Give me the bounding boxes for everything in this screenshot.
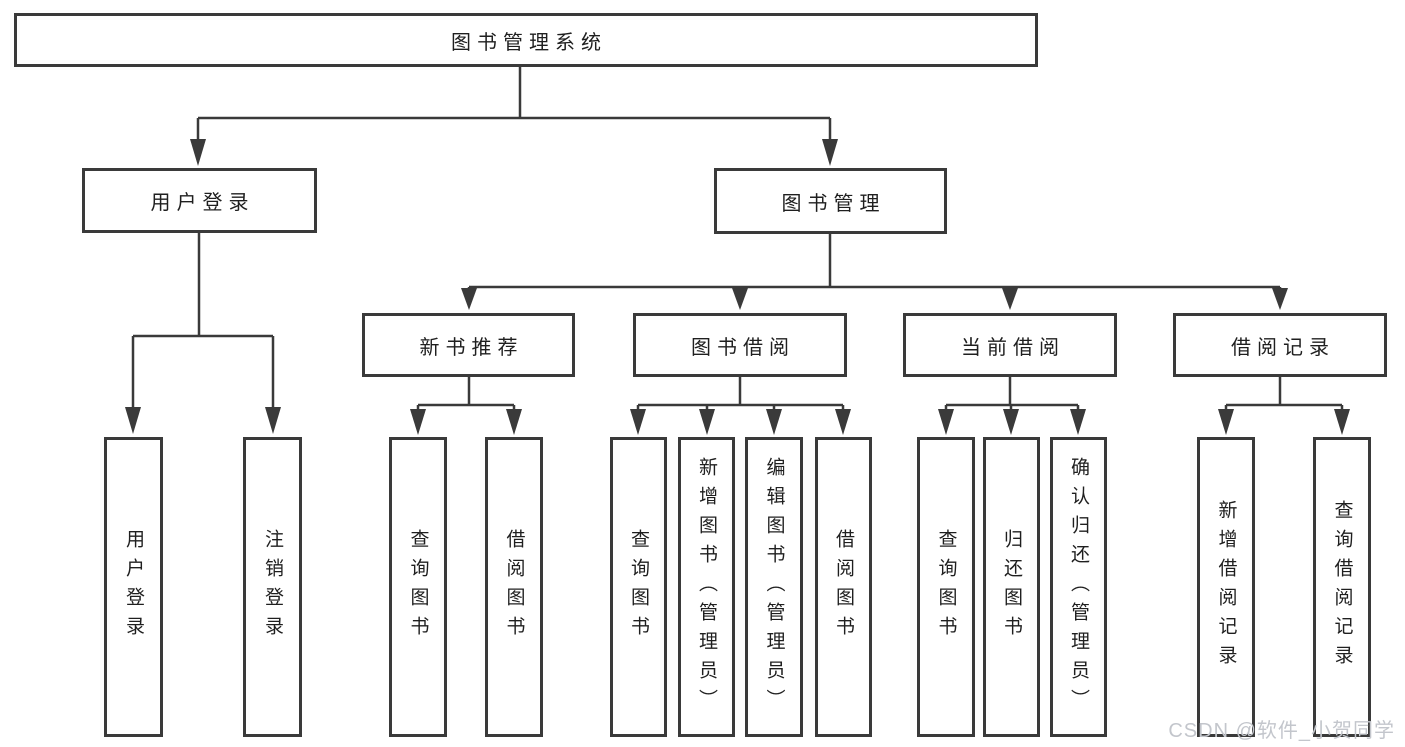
leaf-current-query-books: 查询图书 (917, 437, 975, 737)
leaf-records-add-record: 新增借阅记录 (1197, 437, 1255, 737)
leaf-borrow-edit-books-admin: 编辑图书（管理员） (745, 437, 803, 737)
leaf-recommend-query-books: 查询图书 (389, 437, 447, 737)
node-book-borrowing: 图书借阅 (633, 313, 847, 377)
node-library-management-system: 图书管理系统 (14, 13, 1038, 67)
leaf-current-confirm-return-admin: 确认归还（管理员） (1050, 437, 1107, 737)
node-borrowing-records: 借阅记录 (1173, 313, 1387, 377)
node-book-management: 图书管理 (714, 168, 947, 234)
node-new-book-recommendation: 新书推荐 (362, 313, 575, 377)
leaf-records-query-record: 查询借阅记录 (1313, 437, 1371, 737)
leaf-user-login: 用户登录 (104, 437, 163, 737)
leaf-borrow-query-books: 查询图书 (610, 437, 667, 737)
leaf-current-return-books: 归还图书 (983, 437, 1040, 737)
leaf-logout: 注销登录 (243, 437, 302, 737)
node-user-login: 用户登录 (82, 168, 317, 233)
node-current-borrowing: 当前借阅 (903, 313, 1117, 377)
csdn-watermark: CSDN @软件_小贺同学 (1168, 720, 1395, 742)
leaf-borrow-add-books-admin: 新增图书（管理员） (678, 437, 735, 737)
leaf-recommend-borrow-books: 借阅图书 (485, 437, 543, 737)
leaf-borrow-borrow-books: 借阅图书 (815, 437, 872, 737)
